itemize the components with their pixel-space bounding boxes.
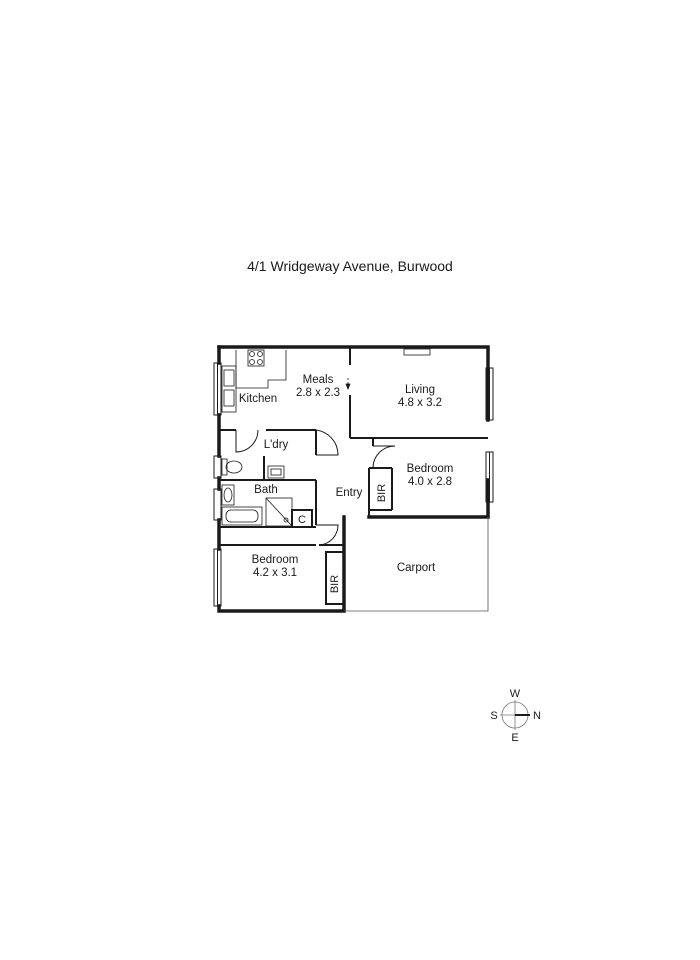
page-title: 4/1 Wridgeway Avenue, Burwood [247,258,453,274]
windows [213,362,494,607]
compass-south: S [490,710,497,722]
meals-label: Meals [303,374,334,386]
meals-size: 2.8 x 2.3 [296,387,340,399]
entry-label: Entry [336,487,363,499]
compass-west: W [510,688,521,700]
bedroom2-size: 4.2 x 3.1 [253,567,297,579]
bedroom1-size: 4.0 x 2.8 [408,476,452,488]
doors [235,429,396,546]
interior-walls [218,347,488,605]
living-label: Living [405,384,435,396]
bir2-label: BIR [329,575,341,593]
heater-fixture [403,348,431,356]
living-size: 4.8 x 3.2 [398,397,442,409]
carport-label: Carport [397,562,436,574]
compass-north: N [533,710,541,722]
laundry-label: L'dry [264,439,289,451]
bedroom1-label: Bedroom [407,463,454,475]
bathroom-fixtures [221,458,293,527]
bedroom2-label: Bedroom [252,554,299,566]
meals-step-marker [345,378,351,391]
carport-outline [344,517,489,612]
kitchen-label: Kitchen [239,393,277,405]
cupboard-label: C [298,514,306,526]
bir1-label: BIR [376,484,388,502]
kitchen-fixtures [221,349,287,413]
compass-icon [500,700,530,730]
compass-east: E [511,732,518,744]
bath-label: Bath [254,484,278,496]
